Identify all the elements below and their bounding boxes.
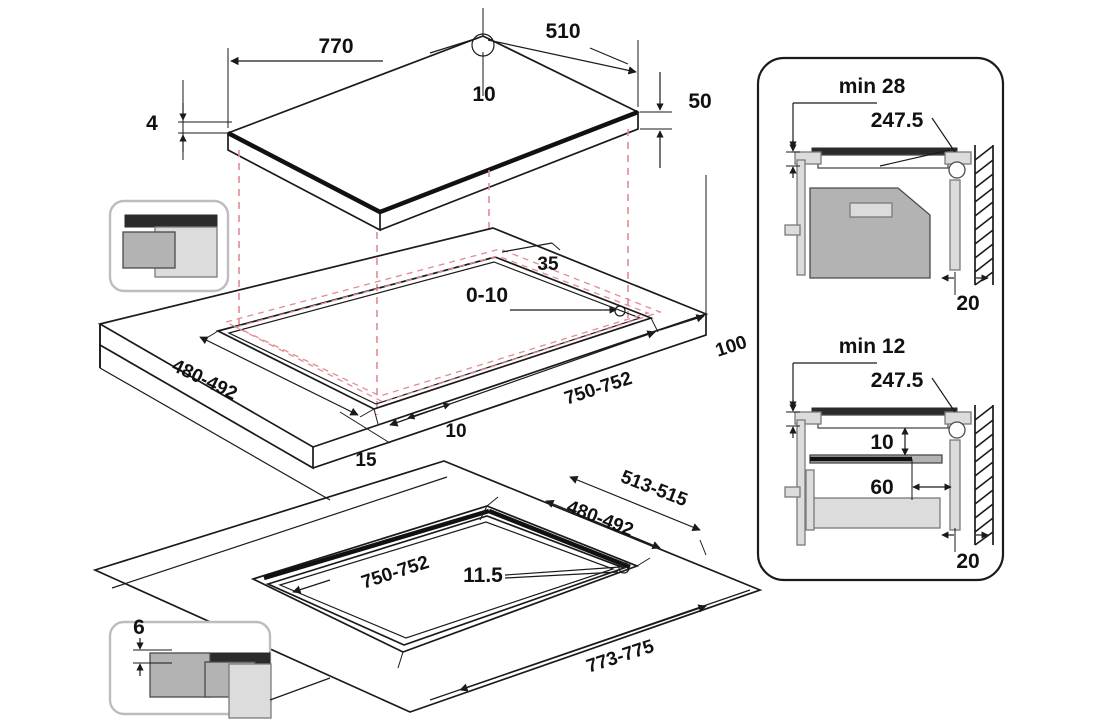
- section-view-drawer-below: [784, 362, 994, 552]
- dim-label-cutout-depth: 480-492: [168, 355, 240, 404]
- label-rear-gap-20-top: 20: [956, 292, 979, 315]
- dim-label-rear-clearance: 100: [713, 332, 750, 362]
- dim-rear-clearance: [659, 175, 707, 331]
- dim-label-edge-offset: 35: [537, 254, 559, 275]
- dim-label-worktop-edge: 15: [355, 450, 377, 471]
- dim-label-recess-width: 750-752: [359, 552, 432, 594]
- dim-label-silicone-gap: 0-10: [466, 284, 508, 307]
- dim-hob-width: [227, 37, 479, 128]
- dim-cutout-depth: [199, 330, 375, 418]
- dim-label-flush-step: 6: [133, 616, 145, 639]
- dim-label-corner-radius: 10: [472, 83, 495, 106]
- label-rear-gap-20-bottom: 20: [956, 550, 979, 573]
- dim-glass-thickness: [178, 80, 232, 160]
- dim-label-recess-depth: 480-492: [564, 497, 637, 542]
- hob-isometric-group: [225, 8, 641, 232]
- label-min-12: min 12: [839, 335, 906, 358]
- dim-recess-outer-width: [397, 539, 707, 692]
- dim-silicone-gap: [510, 305, 626, 317]
- dim-hob-depth: [487, 39, 639, 107]
- dim-recess-step: [504, 562, 630, 579]
- label-gap-10: 10: [870, 431, 893, 454]
- dim-label-cutout-width: 750-752: [562, 368, 635, 410]
- dim-label-recess-outer-depth: 513-515: [618, 467, 691, 512]
- label-min-28: min 28: [839, 75, 906, 98]
- label-depth-247-5-top: 247.5: [871, 109, 924, 132]
- label-shelf-60: 60: [870, 476, 893, 499]
- projection-lines: [238, 129, 629, 415]
- dim-label-recess-outer-width: 773-775: [584, 636, 657, 678]
- section-view-oven-below: [784, 102, 994, 295]
- dim-body-height: [640, 72, 672, 168]
- inset-flush-mount: [108, 620, 331, 719]
- label-depth-247-5-bottom: 247.5: [871, 369, 924, 392]
- dim-label-recess-step: 11.5: [463, 564, 503, 587]
- dim-label-body-height: 50: [688, 90, 711, 113]
- inset-standard-mount: [108, 199, 230, 293]
- dim-front-edge: [407, 402, 451, 420]
- dim-recess-width: [292, 505, 488, 594]
- dim-label-hob-width: 770: [318, 35, 353, 58]
- dim-label-front-edge: 10: [445, 421, 466, 442]
- dim-edge-offset: [501, 242, 561, 253]
- dim-worktop-edge: [339, 411, 391, 444]
- dim-label-hob-depth: 510: [545, 20, 580, 43]
- dim-label-glass-thickness: 4: [146, 112, 158, 135]
- dim-recess-depth: [545, 499, 661, 550]
